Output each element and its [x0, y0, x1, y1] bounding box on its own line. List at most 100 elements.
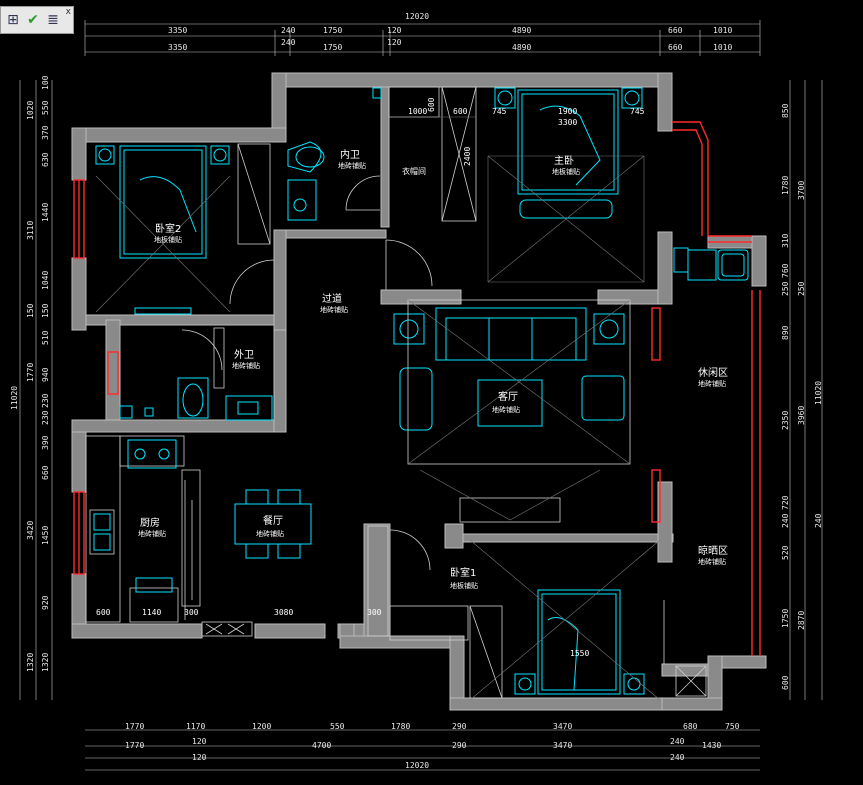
svg-text:890: 890	[781, 325, 790, 340]
room-name-leisure: 休闲区	[698, 366, 728, 379]
svg-text:240: 240	[670, 753, 685, 762]
room-name-bedroom1: 卧室1	[450, 566, 476, 579]
svg-text:3110: 3110	[26, 221, 35, 240]
svg-text:550: 550	[330, 722, 345, 731]
room-name-closet: 衣帽间	[402, 166, 426, 176]
svg-text:1770: 1770	[125, 722, 144, 731]
bottom-total-dim: 12020	[405, 761, 429, 770]
layer-edit-icon[interactable]: ⊞	[7, 12, 19, 28]
svg-text:3470: 3470	[553, 722, 572, 731]
svg-text:300: 300	[184, 608, 199, 617]
svg-text:3080: 3080	[274, 608, 293, 617]
master-bed	[487, 87, 645, 283]
svg-text:370: 370	[41, 125, 50, 140]
doors	[181, 239, 433, 620]
svg-text:1550: 1550	[570, 649, 589, 658]
svg-text:680: 680	[683, 722, 698, 731]
interior-dims: 1000 600 745 1900 745 3300 2400 600 600 …	[96, 97, 645, 658]
svg-text:510: 510	[41, 330, 50, 345]
svg-text:3350: 3350	[168, 26, 187, 35]
svg-text:660: 660	[668, 43, 683, 52]
svg-text:120: 120	[192, 737, 207, 746]
svg-text:1010: 1010	[713, 26, 732, 35]
left-dim-outer: 1020 3110 150 1770 11020 3420 1320	[10, 101, 35, 672]
outer-bath-fixtures	[119, 327, 273, 421]
dining-furniture	[234, 489, 312, 559]
svg-text:240: 240	[781, 513, 790, 528]
svg-text:550: 550	[41, 100, 50, 115]
svg-text:3470: 3470	[553, 741, 572, 750]
left-dim-inner: 100 550 370 630 1440 1040 150 510 940 23…	[41, 75, 50, 672]
bottom-dim-row1: 1770 1170 1200 550 1780 290 3470 680 750	[125, 722, 740, 731]
close-icon[interactable]: x	[65, 7, 71, 17]
svg-text:250: 250	[797, 281, 806, 296]
svg-text:地砖铺贴: 地砖铺贴	[338, 161, 366, 170]
layer-stack-icon[interactable]: ≣	[47, 12, 59, 28]
svg-text:600: 600	[781, 675, 790, 690]
svg-text:600: 600	[96, 608, 111, 617]
svg-text:1010: 1010	[713, 43, 732, 52]
svg-text:290: 290	[452, 722, 467, 731]
bottom-dim-row2: 1770 120 4700 290 3470 240 1430	[125, 737, 721, 750]
bottom-dimension-lines	[85, 729, 760, 771]
svg-text:1770: 1770	[26, 363, 35, 382]
svg-text:150: 150	[41, 303, 50, 318]
svg-text:290: 290	[452, 741, 467, 750]
svg-text:920: 920	[41, 595, 50, 610]
svg-text:1040: 1040	[41, 271, 50, 290]
svg-text:100: 100	[41, 75, 50, 90]
room-name-corridor: 过道	[322, 292, 342, 305]
room-name-bedroom2: 卧室2	[155, 222, 181, 235]
svg-text:250: 250	[781, 281, 790, 296]
svg-text:地砖铺贴: 地砖铺贴	[698, 379, 726, 388]
bedroom1-furniture	[367, 525, 661, 701]
svg-text:310: 310	[781, 233, 790, 248]
room-name-kitchen: 厨房	[140, 516, 160, 529]
svg-text:3420: 3420	[26, 521, 35, 540]
svg-text:1320: 1320	[26, 653, 35, 672]
svg-text:1750: 1750	[781, 609, 790, 628]
svg-text:720: 720	[781, 495, 790, 510]
svg-text:240: 240	[814, 513, 823, 528]
svg-text:地砖铺贴: 地砖铺贴	[492, 405, 520, 414]
svg-text:850: 850	[781, 103, 790, 118]
bedroom2-bed	[95, 143, 271, 315]
svg-text:390: 390	[41, 435, 50, 450]
svg-text:760: 760	[781, 263, 790, 278]
svg-text:地板铺贴: 地板铺贴	[450, 581, 478, 590]
cad-toolbar: ⊞ ✔ ≣ x	[0, 6, 74, 34]
kitchen-fixtures	[85, 435, 253, 637]
svg-text:1750: 1750	[323, 43, 342, 52]
svg-text:地板铺贴: 地板铺贴	[552, 167, 580, 176]
room-name-dining: 餐厅	[263, 514, 283, 527]
room-name-outer-bath: 外卫	[234, 349, 254, 361]
windows	[73, 121, 761, 656]
svg-text:3300: 3300	[558, 118, 577, 127]
inner-bath-fixtures	[287, 87, 382, 221]
svg-text:120: 120	[192, 753, 207, 762]
svg-text:1170: 1170	[186, 722, 205, 731]
svg-text:660: 660	[41, 465, 50, 480]
top-total-dim: 12020	[405, 12, 429, 21]
right-side-fixtures	[663, 247, 749, 697]
svg-text:1900: 1900	[558, 107, 577, 116]
svg-text:1020: 1020	[26, 101, 35, 120]
svg-text:1000: 1000	[408, 107, 427, 116]
walls	[71, 72, 767, 711]
svg-text:4890: 4890	[512, 26, 531, 35]
svg-text:2350: 2350	[781, 411, 790, 430]
svg-text:630: 630	[41, 152, 50, 167]
svg-text:11020: 11020	[10, 386, 19, 410]
room-labels: 主卧 地板铺贴 卧室2 地板铺贴 内卫 地砖铺贴 衣帽间 过道 地砖铺贴 外卫 …	[138, 148, 728, 590]
svg-text:660: 660	[668, 26, 683, 35]
svg-text:地砖铺贴: 地砖铺贴	[256, 529, 284, 538]
room-name-inner-bath: 内卫	[340, 148, 360, 161]
closet-cabinets	[388, 86, 477, 222]
check-icon[interactable]: ✔	[27, 12, 39, 28]
right-dim-outer: 3700 250 3960 11020 2870	[797, 181, 823, 630]
svg-text:940: 940	[41, 367, 50, 382]
room-name-master-bedroom: 主卧	[554, 154, 574, 167]
svg-text:3700: 3700	[797, 181, 806, 200]
svg-text:3350: 3350	[168, 43, 187, 52]
